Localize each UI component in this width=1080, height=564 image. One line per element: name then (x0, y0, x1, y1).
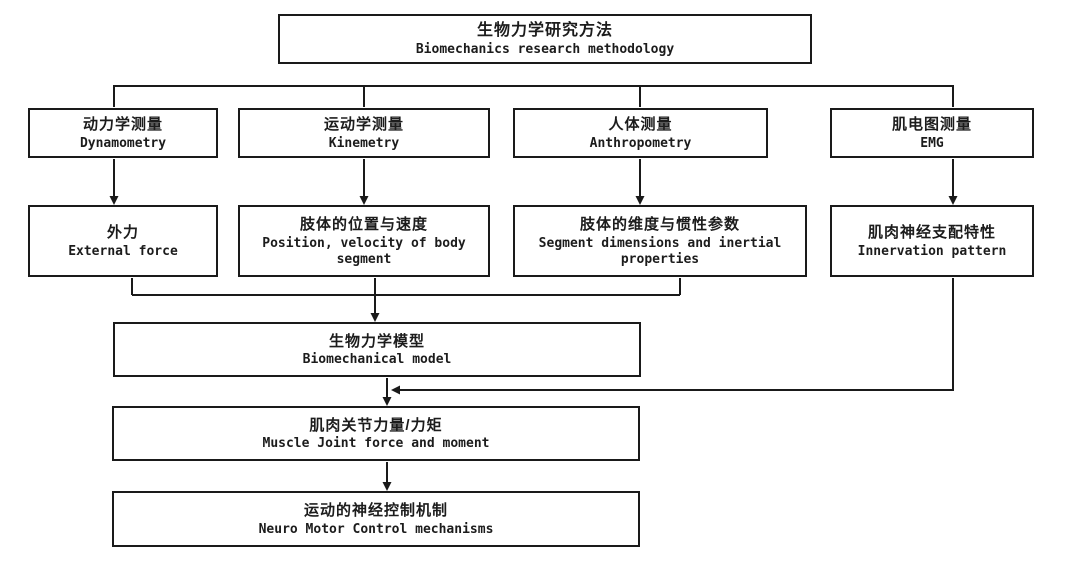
node-root-label-en: Biomechanics research methodology (415, 42, 675, 58)
arrowhead-segment (635, 196, 645, 205)
node-kinemetry: 运动学测量 Kinemetry (238, 108, 490, 158)
node-segment-inertia-label-en: Segment dimensions and inertial properti… (538, 235, 782, 267)
node-anthropometry: 人体测量 Anthropometry (513, 108, 768, 158)
arrowhead-model (370, 313, 380, 322)
node-position-velocity-label-zh: 肢体的位置与速度 (299, 215, 428, 233)
node-innervation: 肌肉神经支配特性 Innervation pattern (830, 205, 1034, 277)
node-position-velocity-label-en: Position, velocity of body segment (262, 235, 466, 267)
node-emg-label-en: EMG (920, 135, 944, 151)
arrowhead-innervation (948, 196, 958, 205)
node-model: 生物力学模型 Biomechanical model (113, 322, 641, 377)
node-root-label-zh: 生物力学研究方法 (476, 22, 613, 40)
node-segment-inertia-label-zh: 肢体的维度与惯性参数 (579, 215, 740, 233)
node-dynamometry: 动力学测量 Dynamometry (28, 108, 218, 158)
node-dynamometry-label-zh: 动力学测量 (82, 116, 163, 133)
node-emg: 肌电图测量 EMG (830, 108, 1034, 158)
node-kinemetry-label-en: Kinemetry (328, 135, 400, 151)
node-innervation-label-zh: 肌肉神经支配特性 (867, 224, 996, 241)
arrowhead-innervation-join (391, 385, 400, 395)
node-external-force: 外力 External force (28, 205, 218, 277)
arrowhead-position (359, 196, 369, 205)
node-neuro-control-label-zh: 运动的神经控制机制 (303, 502, 448, 519)
node-external-force-label-zh: 外力 (106, 224, 139, 241)
connector-distribution-row2 (113, 85, 954, 107)
arrowhead-muscle (382, 397, 392, 406)
node-model-label-zh: 生物力学模型 (328, 332, 425, 350)
node-neuro-control: 运动的神经控制机制 Neuro Motor Control mechanisms (112, 491, 640, 547)
connector-row3-join (131, 278, 681, 313)
node-anthropometry-label-en: Anthropometry (589, 135, 692, 151)
node-external-force-label-en: External force (68, 243, 178, 259)
node-innervation-label-en: Innervation pattern (857, 243, 1007, 259)
node-muscle-joint: 肌肉关节力量/力矩 Muscle Joint force and moment (112, 406, 640, 461)
node-emg-label-zh: 肌电图测量 (891, 116, 972, 133)
node-segment-inertia: 肢体的维度与惯性参数 Segment dimensions and inerti… (513, 205, 807, 277)
node-kinemetry-label-zh: 运动学测量 (323, 116, 404, 133)
node-root: 生物力学研究方法 Biomechanics research methodolo… (278, 14, 812, 64)
node-muscle-joint-label-en: Muscle Joint force and moment (262, 436, 490, 452)
node-position-velocity: 肢体的位置与速度 Position, velocity of body segm… (238, 205, 490, 277)
node-model-label-en: Biomechanical model (302, 352, 452, 368)
arrowhead-neuro (382, 482, 392, 491)
node-anthropometry-label-zh: 人体测量 (608, 116, 673, 133)
node-muscle-joint-label-zh: 肌肉关节力量/力矩 (309, 416, 443, 434)
node-dynamometry-label-en: Dynamometry (79, 135, 167, 151)
arrowhead-externalforce (109, 196, 119, 205)
node-neuro-control-label-en: Neuro Motor Control mechanisms (258, 521, 494, 537)
connector-innervation-join (400, 278, 954, 391)
